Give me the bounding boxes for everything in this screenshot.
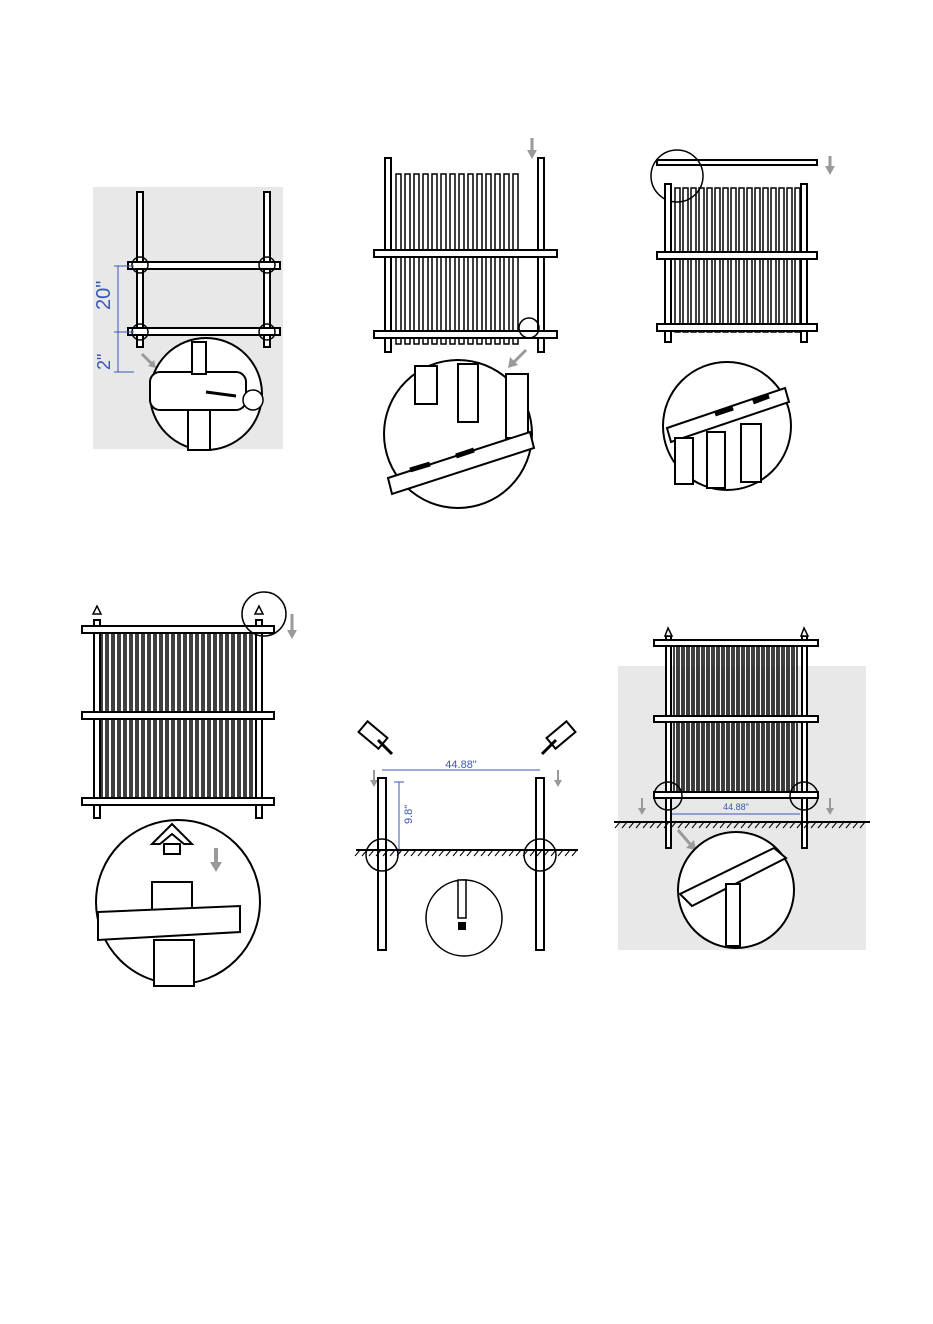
left-post bbox=[378, 778, 386, 950]
step-6-panel: 44.88" bbox=[614, 626, 870, 950]
picket bbox=[441, 174, 446, 344]
hammer-icon bbox=[359, 721, 392, 754]
step-4-panel bbox=[80, 592, 300, 992]
top-rail bbox=[128, 262, 280, 269]
step-1-illustration: 20" 2" bbox=[88, 182, 288, 454]
picket bbox=[477, 174, 482, 344]
picket bbox=[486, 174, 491, 344]
step-5-panel: 44.88" 9.8" bbox=[352, 722, 582, 958]
picket bbox=[414, 174, 419, 344]
step-1-panel: 20" 2" bbox=[88, 182, 288, 454]
picket bbox=[396, 174, 401, 344]
upper-rail bbox=[374, 250, 557, 257]
step-4-illustration bbox=[80, 592, 300, 992]
dim-post-spacing: 44.88" bbox=[723, 802, 749, 812]
dim-post-depth: 9.8" bbox=[403, 805, 415, 824]
picket bbox=[459, 174, 464, 344]
dim-bottom-offset: 2" bbox=[94, 354, 114, 370]
dim-rail-spacing: 20" bbox=[93, 281, 115, 310]
bottom-rail bbox=[128, 328, 280, 335]
dim-post-spacing: 44.88" bbox=[445, 759, 477, 771]
hammer-icon bbox=[542, 721, 575, 754]
screwdriver-icon bbox=[243, 390, 263, 410]
step-5-illustration: 44.88" 9.8" bbox=[352, 722, 582, 958]
picket bbox=[495, 174, 500, 344]
picket bbox=[405, 174, 410, 344]
right-post bbox=[536, 778, 544, 950]
step-2-panel bbox=[370, 138, 565, 510]
picket bbox=[432, 174, 437, 344]
step-2-illustration bbox=[370, 138, 565, 510]
post-cap-icon bbox=[93, 606, 101, 614]
step-3-panel bbox=[645, 148, 840, 496]
picket bbox=[468, 174, 473, 344]
picket bbox=[513, 174, 518, 344]
step-3-illustration bbox=[645, 148, 840, 496]
picket bbox=[450, 174, 455, 344]
picket bbox=[504, 174, 509, 344]
top-rail-piece bbox=[657, 160, 817, 165]
step-6-illustration: 44.88" bbox=[614, 626, 870, 950]
lower-rail bbox=[374, 331, 557, 338]
picket bbox=[423, 174, 428, 344]
